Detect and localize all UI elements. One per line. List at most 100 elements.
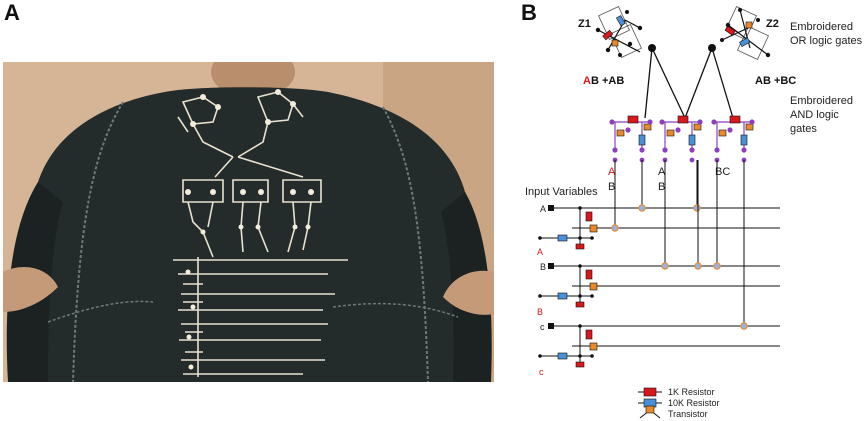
rail-connector — [661, 262, 669, 270]
resistor-1k — [627, 115, 639, 124]
resistor-1k — [575, 361, 585, 368]
junction-node — [578, 264, 582, 268]
and-gate-2 — [659, 115, 703, 163]
row-b-bar-label: B — [537, 307, 543, 317]
rail-connector — [693, 204, 701, 212]
z1-label: Z1 — [578, 18, 591, 30]
resistor-10k — [557, 352, 568, 360]
junction-node — [697, 119, 703, 125]
junction-node — [662, 147, 668, 153]
and-gates-label-line1: Embroidered — [790, 95, 853, 107]
resistor-1k — [575, 301, 585, 308]
junction-node — [578, 354, 582, 358]
junction-node — [749, 119, 755, 125]
junction-node — [590, 354, 594, 358]
rail-connector — [611, 224, 619, 232]
resistor-10k — [557, 292, 568, 300]
and-gates — [609, 115, 755, 163]
resistor-10k — [740, 134, 748, 146]
transistor — [589, 224, 598, 233]
input-inverter-3 — [538, 323, 598, 368]
legend-1k-label: 1K Resistor — [668, 387, 715, 397]
junction-node — [625, 127, 631, 133]
transistor — [666, 129, 675, 137]
rail-connector — [638, 204, 646, 212]
resistor-10k — [688, 134, 696, 146]
z2-expression: AB +BC — [755, 75, 796, 87]
z1-expression: AB +AB — [583, 75, 624, 87]
gate3-input: BC — [715, 166, 730, 178]
panel-b-label: B — [521, 0, 537, 25]
junction-node — [538, 236, 542, 240]
embroidered-nodes — [185, 89, 314, 370]
or-gate-z1 — [595, 6, 656, 58]
input-pad — [548, 205, 554, 211]
junction-node — [689, 147, 695, 153]
row-c-bar-label: c — [539, 367, 544, 377]
legend-10k-label: 10K Resistor — [668, 398, 720, 408]
junction-node — [675, 127, 681, 133]
legend: 1K Resistor 10K Resistor Transistor — [638, 387, 720, 419]
junction-node — [741, 147, 747, 153]
z2-label: Z2 — [766, 18, 779, 30]
row-b-label: B — [540, 262, 546, 272]
resistor-1k — [585, 329, 593, 340]
rail-connector — [713, 262, 721, 270]
junction-node — [639, 147, 645, 153]
input-inverter-1 — [538, 205, 598, 250]
and-gates-label-line3: gates — [790, 123, 817, 135]
row-a-bar-label: A — [537, 247, 543, 257]
embroidered-circuit — [173, 91, 348, 377]
shirt-body — [30, 87, 473, 382]
gate2-input-bottom: B — [658, 181, 665, 193]
junction-node — [714, 147, 720, 153]
resistor-10k — [638, 134, 646, 146]
legend-transistor-swatch — [645, 405, 655, 414]
and-gate-1 — [609, 115, 653, 163]
rail-connector — [740, 322, 748, 330]
row-c-label: c — [540, 322, 545, 332]
junction-node — [578, 294, 582, 298]
input-pad — [548, 323, 554, 329]
transistor — [718, 129, 727, 137]
junction-node — [538, 294, 542, 298]
junction-node — [727, 127, 733, 133]
or-gate-z2 — [708, 6, 771, 60]
resistor-1k — [585, 211, 593, 222]
shirt-photo — [3, 62, 494, 382]
transistor — [589, 342, 598, 351]
legend-transistor-label: Transistor — [668, 409, 708, 419]
junction-node — [612, 147, 618, 153]
resistor-1k — [729, 115, 741, 124]
gate1-input-top: A — [608, 166, 616, 178]
gate1-input-bottom: B — [608, 181, 615, 193]
junction-node — [689, 157, 695, 163]
junction-node — [578, 236, 582, 240]
or-gates-label-line1: Embroidered — [790, 21, 853, 33]
junction-node — [590, 236, 594, 240]
resistor-1k — [585, 269, 593, 280]
junction-node — [578, 324, 582, 328]
input-variables-title: Input Variables — [525, 186, 598, 198]
input-rails — [538, 160, 780, 368]
junction-node — [590, 294, 594, 298]
and-gates-label-line2: AND logic — [790, 109, 839, 121]
or-gates-label-line2: OR logic gates — [790, 35, 863, 47]
resistor-10k — [615, 15, 626, 27]
row-a-label: A — [540, 204, 546, 214]
resistor-1k — [677, 115, 689, 124]
shirt-illustration — [3, 62, 494, 382]
input-inverter-2 — [538, 263, 598, 308]
junction-node — [647, 119, 653, 125]
junction-node — [659, 119, 665, 125]
transistor — [693, 123, 702, 131]
junction-node — [711, 119, 717, 125]
transistor — [611, 39, 619, 47]
junction-node — [538, 354, 542, 358]
resistor-1k — [575, 243, 585, 250]
input-pad — [548, 263, 554, 269]
resistor-1k — [602, 29, 614, 41]
transistor — [745, 123, 754, 131]
rail-connector — [694, 262, 702, 270]
junction-node — [609, 119, 615, 125]
